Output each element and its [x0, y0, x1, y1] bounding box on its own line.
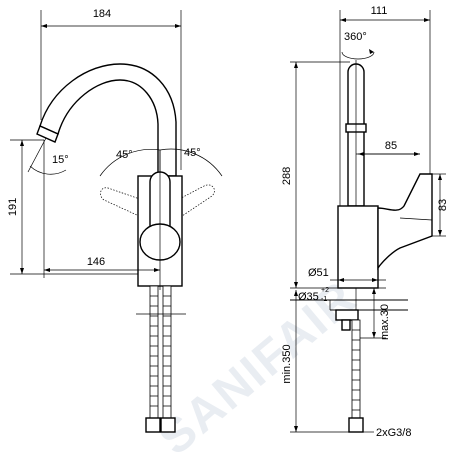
body-diameter-label: Ø51 [308, 267, 329, 279]
side-width-label: 111 [371, 5, 388, 17]
hose-nut-right [160, 417, 176, 433]
fixing-stud [341, 319, 351, 331]
hose-nut-left [145, 417, 161, 433]
aerator [36, 125, 59, 143]
side-body [337, 205, 379, 289]
reach-label: 146 [87, 256, 105, 268]
side-view: 111 360° 85 83 288 Ø51 [281, 5, 449, 439]
hole-tol-plus: +2 [321, 287, 329, 294]
watermark: SANIFAIR [149, 271, 367, 452]
hole-tol-minus: -1 [321, 296, 327, 303]
lever-left-angle-label: 45° [116, 149, 133, 161]
connection-label: 2xG3/8 [376, 427, 411, 439]
lever-height-label: 83 [437, 199, 449, 211]
side-lever [377, 173, 433, 271]
spout-angle-label: 15° [52, 154, 69, 166]
lever-reach-label: 85 [385, 140, 397, 152]
front-height-label: 191 [7, 198, 19, 216]
max-thickness-label: max.30 [379, 304, 391, 340]
side-hose-nut [348, 417, 364, 433]
lever-right-angle-label: 45° [184, 147, 201, 159]
side-hose [351, 319, 361, 419]
rotation-label: 360° [344, 31, 367, 43]
min-hose-label: min.350 [281, 344, 293, 383]
front-view: 184 15° 191 45° 45° 146 [7, 8, 223, 433]
front-width-label: 184 [93, 8, 111, 20]
fixing-nut [335, 309, 359, 321]
hole-diameter-label: Ø35 [298, 291, 319, 303]
side-height-label: 288 [281, 167, 293, 185]
